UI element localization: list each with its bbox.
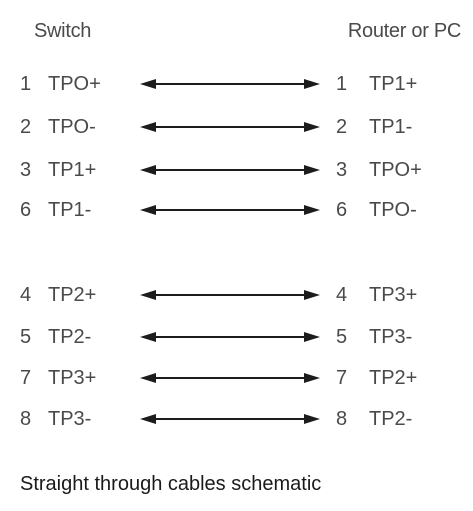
arrow-left-icon [140, 122, 156, 132]
double-arrow-wire [140, 373, 320, 383]
double-arrow-wire [140, 122, 320, 132]
switch-heading: Switch [34, 20, 92, 42]
right-pin-number: 8 [336, 408, 348, 430]
left-pin-number: 6 [20, 199, 32, 221]
left-pin-number: 1 [20, 73, 32, 95]
right-signal-name: TP2+ [369, 367, 418, 389]
double-arrow-wire [140, 165, 320, 175]
arrow-right-icon [304, 332, 320, 342]
arrow-left-icon [140, 414, 156, 424]
right-signal-name: TP1+ [369, 73, 418, 95]
double-arrow-wire [140, 414, 320, 424]
pin-pair-row: 7 TP3+ 7 TP2+ [0, 366, 473, 396]
left-signal-name: TP3+ [48, 367, 97, 389]
arrow-left-icon [140, 79, 156, 89]
left-pin-number: 8 [20, 408, 32, 430]
left-signal-name: TPO+ [48, 73, 101, 95]
right-pin-number: 1 [336, 73, 348, 95]
left-signal-name: TPO- [48, 116, 96, 138]
arrow-right-icon [304, 290, 320, 300]
right-pin-number: 3 [336, 159, 348, 181]
left-pin-number: 4 [20, 284, 32, 306]
pin-pair-row: 2 TPO- 2 TP1- [0, 115, 473, 145]
arrow-right-icon [304, 373, 320, 383]
right-signal-name: TPO- [369, 199, 417, 221]
right-signal-name: TP3- [369, 326, 413, 348]
arrow-left-icon [140, 290, 156, 300]
left-signal-name: TP2- [48, 326, 92, 348]
arrow-left-icon [140, 373, 156, 383]
left-signal-name: TP1- [48, 199, 92, 221]
left-signal-name: TP3- [48, 408, 92, 430]
left-pin-number: 5 [20, 326, 32, 348]
pin-pair-row: 5 TP2- 5 TP3- [0, 325, 473, 355]
right-pin-number: 4 [336, 284, 348, 306]
arrow-right-icon [304, 165, 320, 175]
pin-pair-row: 1 TPO+ 1 TP1+ [0, 72, 473, 102]
arrow-left-icon [140, 165, 156, 175]
arrow-left-icon [140, 205, 156, 215]
right-signal-name: TPO+ [369, 159, 422, 181]
arrow-right-icon [304, 205, 320, 215]
arrow-right-icon [304, 414, 320, 424]
double-arrow-wire [140, 290, 320, 300]
arrow-left-icon [140, 332, 156, 342]
right-signal-name: TP3+ [369, 284, 418, 306]
right-signal-name: TP1- [369, 116, 413, 138]
right-signal-name: TP2- [369, 408, 413, 430]
router-or-pc-heading: Router or PC [347, 20, 461, 42]
pin-pair-row: 3 TP1+ 3 TPO+ [0, 158, 473, 188]
left-signal-name: TP2+ [48, 284, 97, 306]
right-pin-number: 5 [336, 326, 348, 348]
left-pin-number: 2 [20, 116, 32, 138]
right-pin-number: 2 [336, 116, 348, 138]
double-arrow-wire [140, 332, 320, 342]
double-arrow-wire [140, 205, 320, 215]
pin-pair-row: 4 TP2+ 4 TP3+ [0, 283, 473, 313]
left-signal-name: TP1+ [48, 159, 97, 181]
right-pin-number: 7 [336, 367, 348, 389]
arrow-right-icon [304, 122, 320, 132]
pin-pair-row: 8 TP3- 8 TP2- [0, 407, 473, 437]
figure-caption: Straight through cables schematic [20, 473, 322, 495]
left-pin-number: 7 [20, 367, 32, 389]
right-pin-number: 6 [336, 199, 348, 221]
pin-pair-row: 6 TP1- 6 TPO- [0, 198, 473, 228]
left-pin-number: 3 [20, 159, 32, 181]
double-arrow-wire [140, 79, 320, 89]
arrow-right-icon [304, 79, 320, 89]
